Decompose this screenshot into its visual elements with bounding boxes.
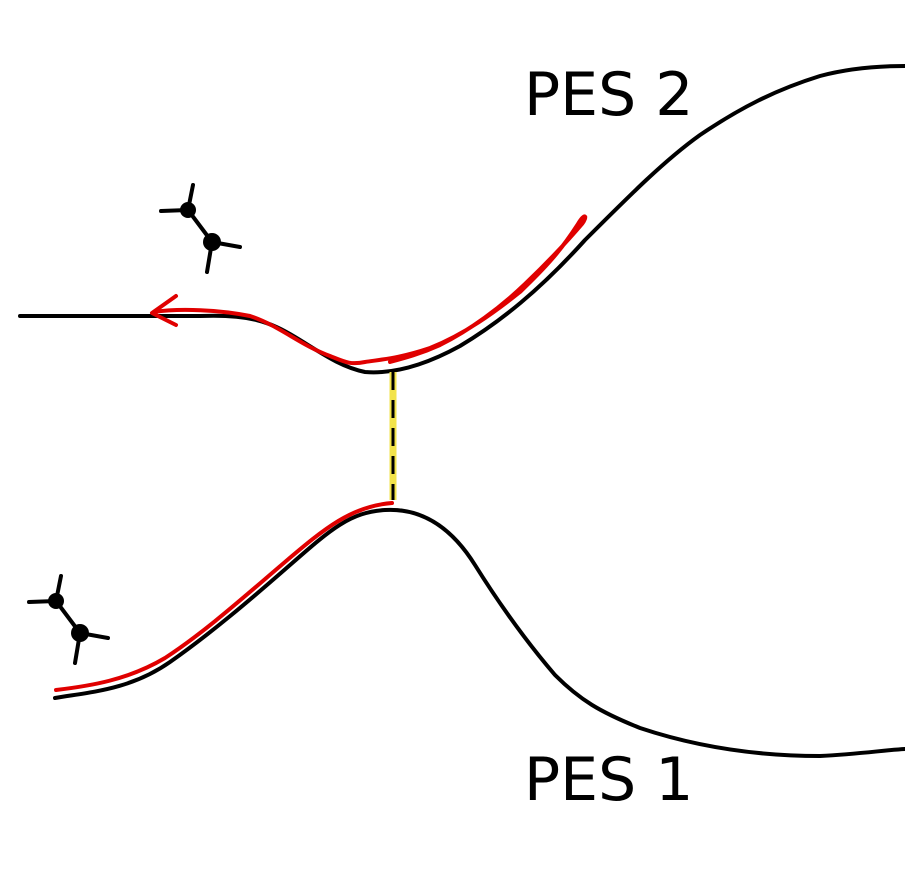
pes2-label: PES 2 — [524, 60, 693, 130]
pes1-curve — [53, 507, 905, 758]
ethylene-molecule-icon — [159, 183, 242, 274]
pes2-curve — [18, 64, 905, 375]
reaction-path-upper — [152, 214, 588, 366]
ethylene-molecule-icon — [27, 574, 110, 665]
reaction-path-lower — [54, 501, 394, 692]
pes1-label: PES 1 — [524, 745, 693, 815]
arrowhead-left-icon — [150, 294, 178, 327]
